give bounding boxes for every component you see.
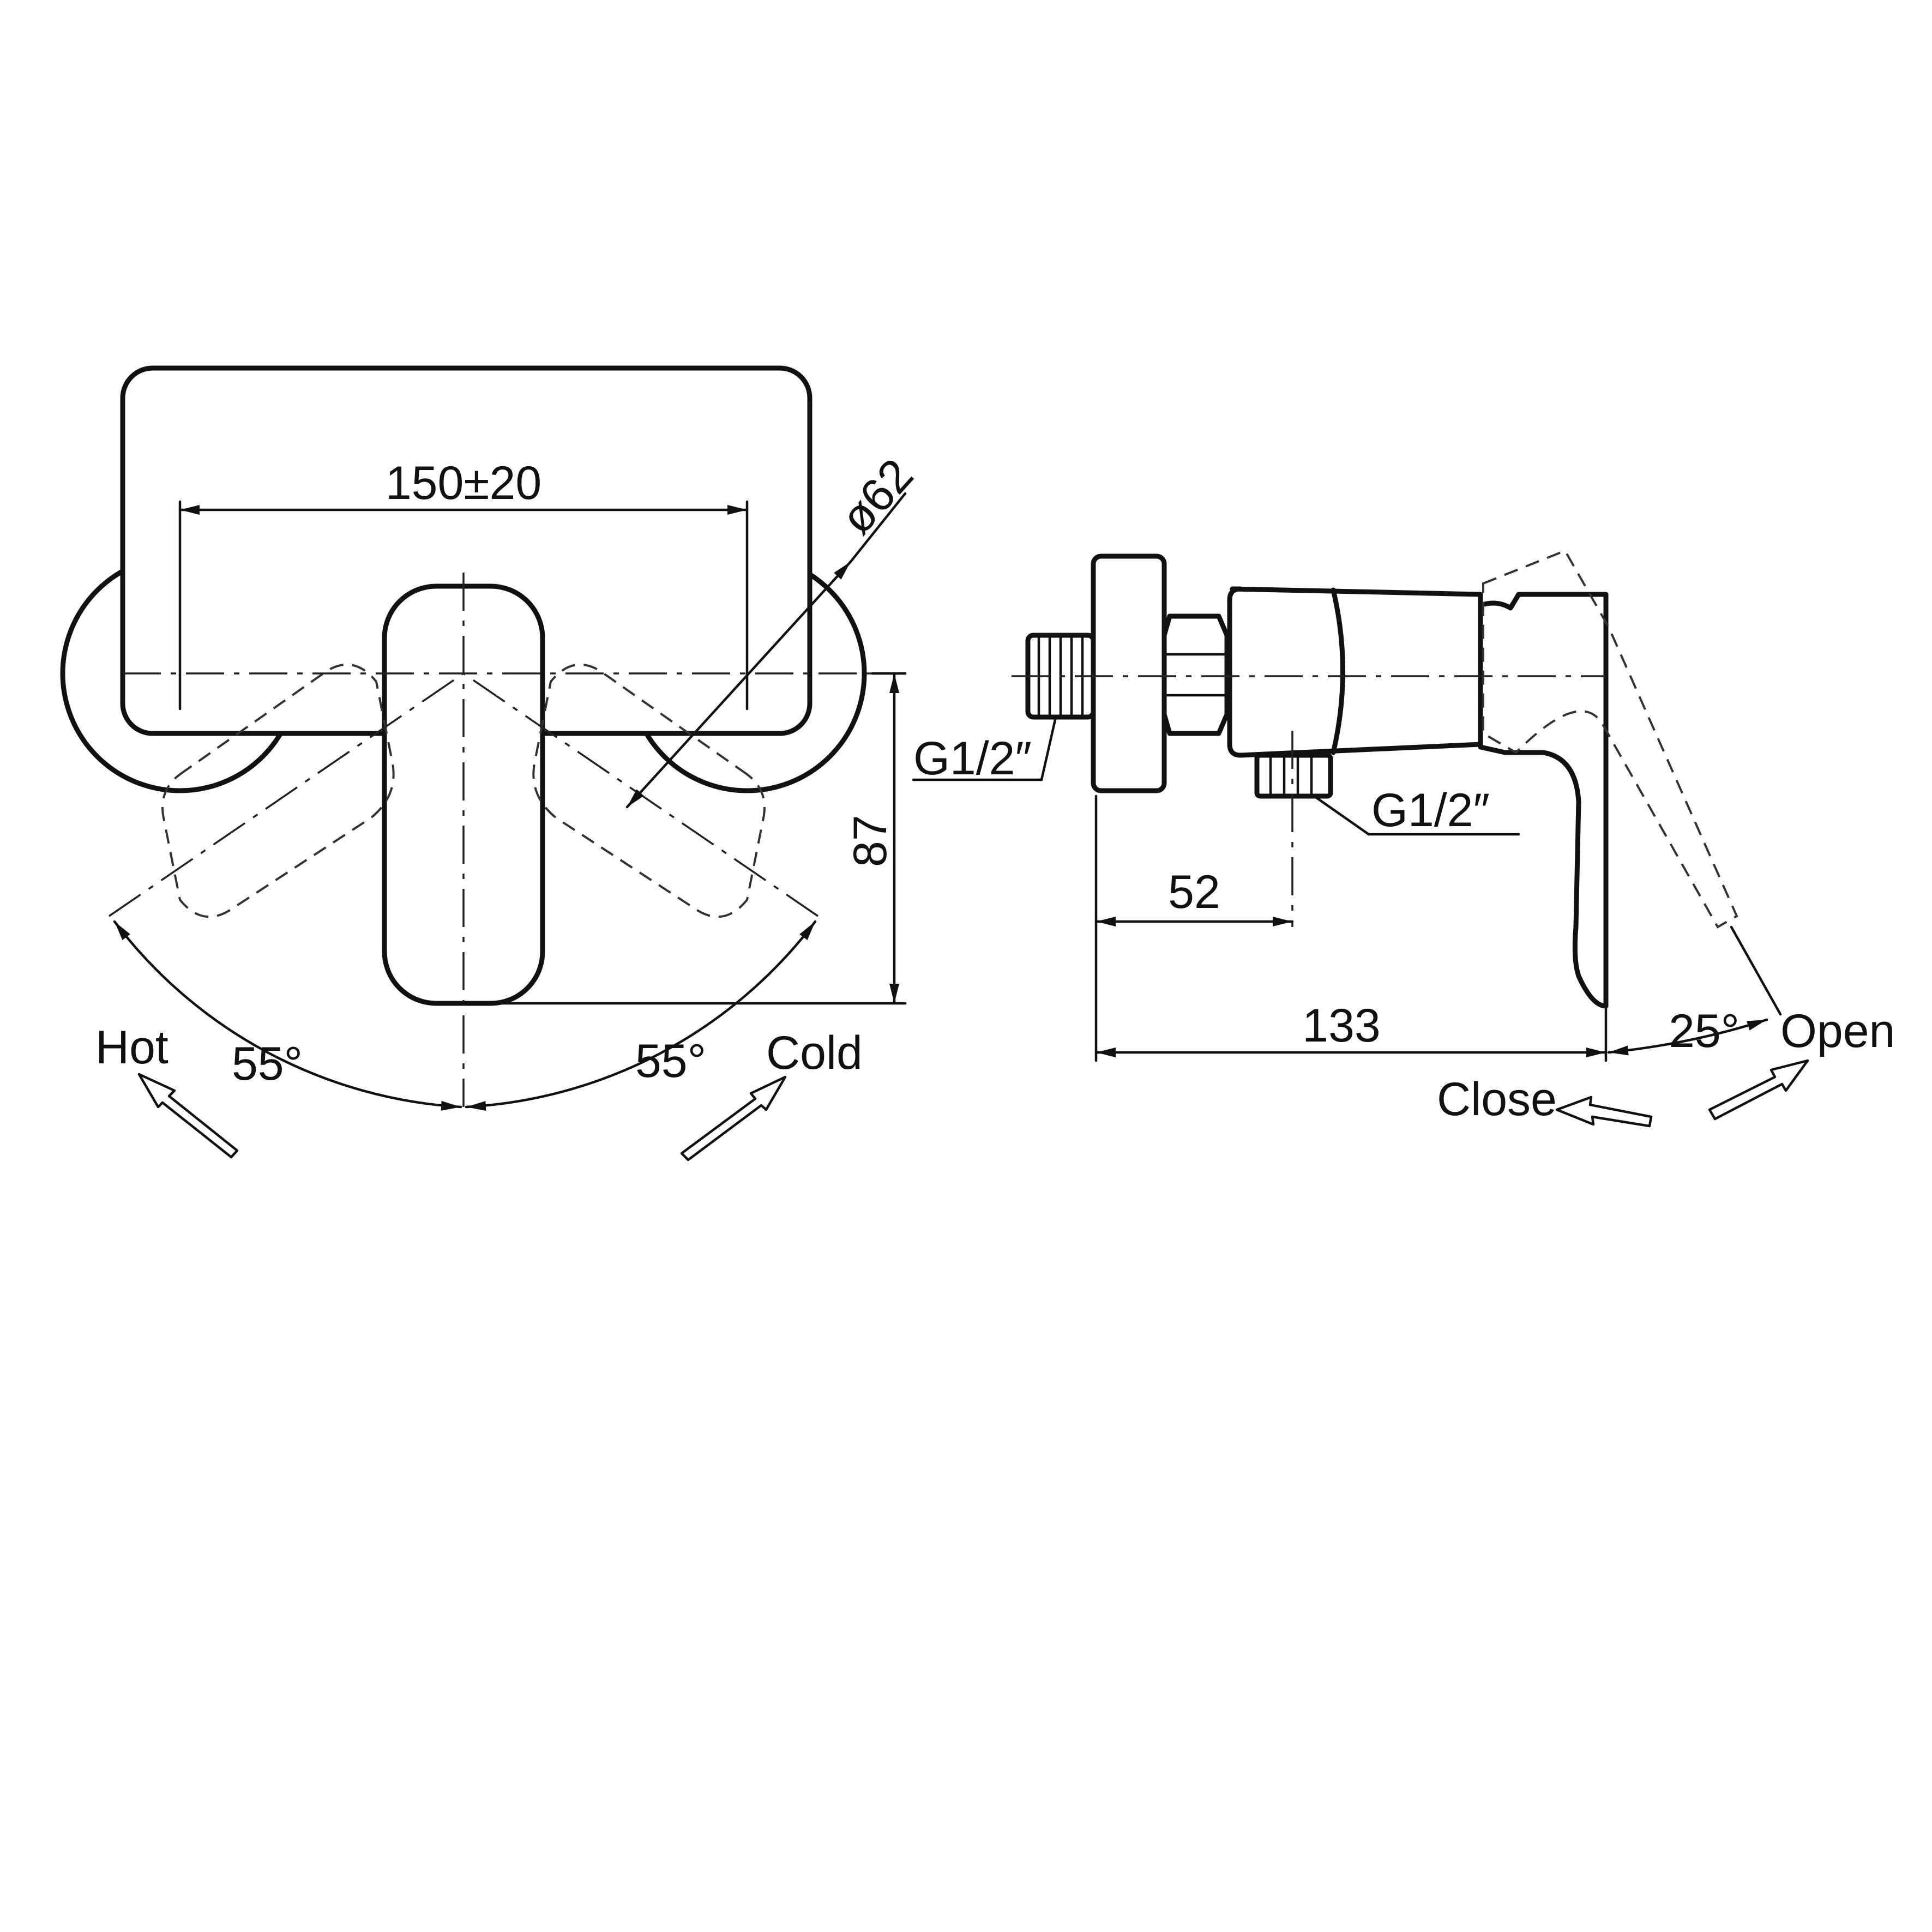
cold-direction-arrow-icon <box>680 1075 787 1161</box>
hex-nut <box>1161 613 1230 736</box>
dim-outlet-offset: 52 <box>1168 866 1220 918</box>
front-view: 150±20 ø62 87 55° 55° Hot Cold <box>60 365 924 1161</box>
label-cold: Cold <box>766 1027 863 1079</box>
dim-spacing: 150±20 <box>386 457 541 509</box>
lever-side <box>1478 592 1609 1009</box>
hot-direction-arrow-icon <box>137 1073 239 1159</box>
lever-open-position <box>1482 549 1738 929</box>
side-view: G1/2″ G1/2″ 52 133 25° Open Close <box>912 549 1895 1128</box>
dim-hot-angle: 55° <box>232 1038 303 1090</box>
dim-cold-angle: 55° <box>635 1035 706 1087</box>
outlet-connector <box>1254 753 1333 799</box>
open-direction-arrow-icon <box>1708 1059 1809 1121</box>
label-inlet-thread: G1/2″ <box>913 732 1032 785</box>
close-direction-arrow-icon <box>1555 1096 1653 1128</box>
lever-hot-position <box>161 663 395 918</box>
dim-depth: 133 <box>1302 1000 1381 1052</box>
dim-height: 87 <box>844 815 896 867</box>
rosette-side <box>1091 553 1167 793</box>
label-open: Open <box>1780 1005 1895 1057</box>
label-close: Close <box>1437 1073 1557 1126</box>
label-outlet-thread: G1/2″ <box>1371 784 1490 836</box>
mixer-body-side <box>1227 586 1483 758</box>
label-hot: Hot <box>95 1021 168 1074</box>
dim-diameter: ø62 <box>830 449 924 544</box>
lever-cold-position <box>532 663 766 918</box>
dim-lever-angle: 25° <box>1669 1005 1740 1057</box>
